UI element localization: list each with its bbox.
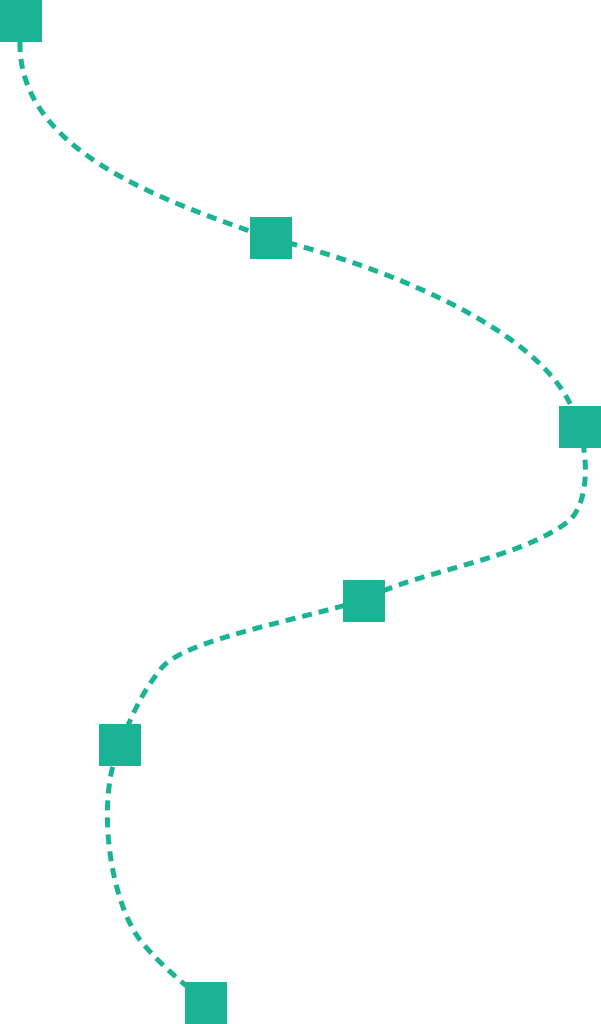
path-node-5 [99, 724, 141, 766]
path-node-1 [0, 0, 42, 42]
path-node-4 [343, 580, 385, 622]
path-node-3 [559, 406, 601, 448]
dashed-connector [17, 41, 588, 1005]
path-node-2 [250, 217, 292, 259]
path-node-6 [185, 982, 227, 1024]
